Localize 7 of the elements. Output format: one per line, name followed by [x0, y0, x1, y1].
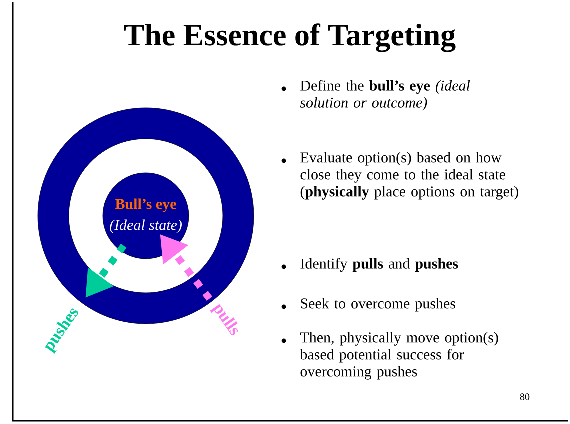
bullet-item: Identify pulls and pushes: [300, 258, 458, 272]
bullet-item: Define the bull’s eye (ideal solution or outcome): [300, 80, 470, 111]
bullet-item: Then, physically move option(s) based potential success for overcoming pushes: [300, 332, 498, 380]
bullet-item: Evaluate option(s) based on how close they come to the ideal state (physically place options on target): [300, 152, 518, 200]
bullet-item: Seek to overcome pushes: [301, 298, 456, 312]
page-number: 80: [520, 394, 530, 400]
title: The Essence of Targeting: [124, 24, 456, 52]
